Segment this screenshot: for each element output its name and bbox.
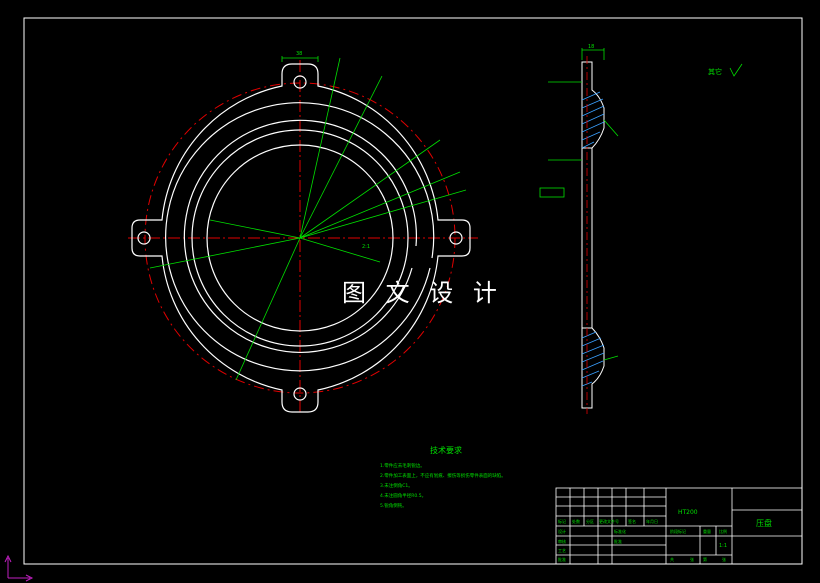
outer-profile bbox=[131, 63, 471, 413]
tech-requirements: 技术要求 1.零件应去毛刺锐边。 2.零件加工表面上，不应有划痕、擦伤等损伤零件… bbox=[380, 445, 506, 509]
tech-req-item: 3.未注倒角C1。 bbox=[380, 482, 413, 489]
dim-center-label: 2:1 bbox=[362, 244, 370, 250]
side-view: 18 bbox=[539, 44, 619, 414]
stage-label: 阶段标记 bbox=[670, 528, 686, 534]
ring-2 bbox=[183, 119, 417, 353]
hatch-bottom bbox=[581, 331, 605, 387]
material-label: HT200 bbox=[678, 509, 698, 516]
dim-top-width: 38 bbox=[296, 51, 302, 57]
col-header: 分区 bbox=[586, 518, 594, 524]
row-label: 审核 bbox=[558, 538, 566, 544]
hatch-top bbox=[581, 91, 605, 149]
front-view: 38 2:1 bbox=[128, 51, 478, 415]
sheet-label: 第 bbox=[703, 556, 707, 562]
scale-label: 比例 bbox=[719, 528, 727, 534]
bolt-hole-bottom bbox=[293, 387, 307, 401]
tech-req-item: 2.零件加工表面上，不应有划痕、擦伤等损伤零件表面的缺陷。 bbox=[380, 472, 506, 479]
tech-req-item: 5.锐角倒钝。 bbox=[380, 502, 407, 509]
col-header: 处数 bbox=[572, 518, 580, 524]
sheet-label: 共 bbox=[670, 556, 674, 562]
section-bottom bbox=[581, 327, 605, 409]
tech-req-item: 1.零件应去毛刺锐边。 bbox=[380, 462, 425, 469]
approve-label: 批准 bbox=[614, 538, 622, 544]
tech-req-title: 技术要求 bbox=[430, 445, 462, 455]
ring-1 bbox=[165, 102, 435, 372]
col-header: 标记 bbox=[558, 518, 566, 524]
side-dim-width: 18 bbox=[588, 44, 594, 50]
col-header: 年月日 bbox=[646, 518, 658, 524]
bolt-hole-top bbox=[293, 75, 307, 89]
ring-4 bbox=[206, 144, 394, 332]
scale-value: 1:1 bbox=[719, 543, 727, 549]
tech-req-item: 4.未注圆角半径R0.5。 bbox=[380, 492, 426, 499]
col-header: 更改文件号 bbox=[599, 518, 619, 524]
row-label: 设计 bbox=[558, 528, 566, 534]
sheet-label: 张 bbox=[690, 556, 694, 562]
drawing-border bbox=[23, 17, 803, 565]
row-label: 批准 bbox=[558, 556, 566, 562]
roughness-note: 其它 bbox=[708, 67, 722, 76]
radial-dimensions bbox=[149, 56, 467, 381]
std-label: 标准化 bbox=[614, 528, 626, 534]
row-label: 工艺 bbox=[558, 548, 566, 553]
ring-3 bbox=[191, 129, 409, 347]
part-name: 压盘 bbox=[756, 518, 772, 528]
bolt-hole-right bbox=[449, 231, 463, 245]
section-top bbox=[581, 61, 605, 149]
weight-label: 重量 bbox=[703, 528, 711, 534]
roughness-symbol bbox=[729, 63, 743, 77]
col-header: 签名 bbox=[628, 518, 636, 524]
side-dimensions bbox=[539, 48, 619, 361]
ucs-icon bbox=[4, 554, 34, 582]
watermark: 图 文 设 计 bbox=[342, 279, 503, 307]
bolt-hole-left bbox=[137, 231, 151, 245]
sheet-label: 张 bbox=[722, 556, 726, 562]
title-block bbox=[555, 487, 803, 565]
